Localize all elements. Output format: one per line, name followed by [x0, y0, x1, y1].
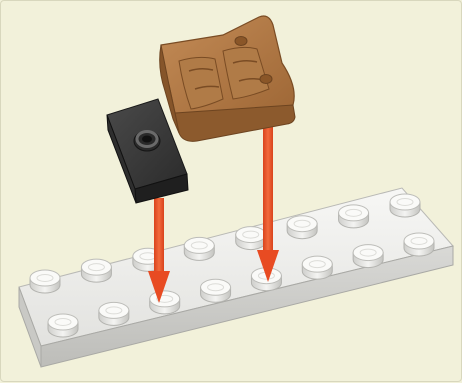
plate-stud — [201, 279, 231, 302]
legs-pin-right — [260, 75, 272, 84]
arrow-shaft — [263, 119, 273, 254]
plate-stud — [404, 233, 434, 256]
plate-stud — [30, 270, 60, 293]
plate-stud — [81, 259, 111, 282]
plate-stud — [390, 194, 420, 217]
arrow-legs-to-plate — [257, 119, 279, 282]
tile-center-stud-hole — [142, 136, 152, 143]
plate-stud — [48, 314, 78, 337]
plate-stud — [184, 237, 214, 260]
legs-pin-left — [235, 37, 247, 46]
plate-stud — [353, 245, 383, 268]
plate-stud — [339, 205, 369, 228]
minifig-legs-piece — [160, 16, 295, 141]
plate-stud — [150, 291, 180, 314]
plate-stud — [99, 302, 129, 325]
plate-stud — [287, 216, 317, 239]
plate-stud — [236, 227, 266, 250]
arrow-shaft — [154, 198, 164, 276]
plate-stud — [302, 256, 332, 279]
